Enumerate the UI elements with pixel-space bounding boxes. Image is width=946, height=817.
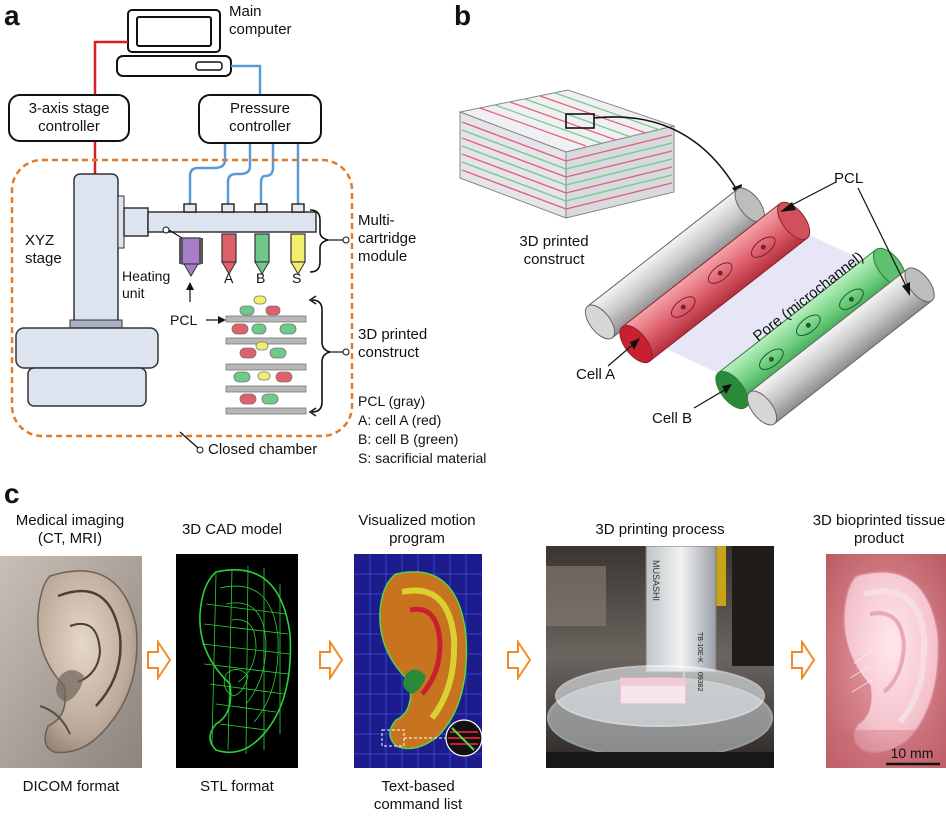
construct-label: 3D printed construct — [519, 233, 589, 268]
closed-chamber-label: Closed chamber — [208, 441, 318, 458]
legend-pcl: PCL (gray) — [358, 393, 426, 409]
step-1-caption: DICOM format — [22, 778, 120, 795]
panel-a-diagram — [10, 9, 354, 454]
step-3-caption: Text-based command list — [373, 778, 463, 813]
cartridge-b — [254, 233, 270, 275]
stage-controller-box: 3-axis stage controller — [8, 94, 130, 142]
step-arrow-1 — [147, 640, 172, 680]
main-computer-label: Main computer — [229, 3, 292, 38]
stage-wire — [93, 40, 128, 94]
heating-unit-cartridge — [179, 237, 203, 277]
pcl-pointer-label: PCL — [170, 312, 198, 328]
magnified-strands — [584, 187, 935, 426]
panel-b-letter: b — [454, 0, 472, 31]
pcl-label: PCL — [834, 170, 864, 187]
step-5-title: 3D bioprinted tissue product — [812, 512, 946, 547]
xyz-stage — [15, 173, 317, 407]
closed-chamber — [10, 158, 354, 438]
heating-unit-label: Heating unit — [122, 268, 171, 301]
step-2-image — [176, 554, 298, 768]
cell-b-label: Cell B — [652, 410, 693, 427]
step-3-image — [354, 554, 482, 768]
legend-cell-b: B: cell B (green) — [358, 431, 459, 447]
step-5-image — [826, 554, 946, 768]
step-1-image — [0, 556, 142, 768]
printed-construct-label: 3D printed construct — [358, 326, 428, 361]
pressure-controller-box: Pressure controller — [198, 94, 322, 144]
step-2-title: 3D CAD model — [181, 521, 283, 538]
step-3-title: Visualized motion program — [358, 512, 476, 547]
machine-serial: 09382 — [696, 672, 703, 692]
xyz-stage-label: XYZ stage — [25, 232, 62, 267]
cartridge-a — [221, 233, 237, 275]
step-arrow-3 — [507, 640, 532, 680]
step-2-caption: STL format — [200, 778, 274, 795]
pressure-wire — [231, 64, 262, 94]
printed-construct-block — [458, 89, 676, 219]
cartridge-label-b: B — [256, 270, 266, 286]
step-arrow-2 — [319, 640, 344, 680]
printed-construct-layers — [225, 295, 307, 415]
step-1-title: Medical imaging (CT, MRI) — [15, 512, 125, 547]
step-4-image: MUSASHI TB-10E-K 09382 — [546, 546, 774, 768]
scale-bar-label: 10 mm — [890, 745, 934, 761]
step-4-title: 3D printing process — [595, 521, 725, 538]
machine-model: TB-10E-K — [696, 632, 703, 663]
cell-a-label: Cell A — [576, 366, 616, 383]
panel-a-legend: PCL (gray) A: cell A (red) B: cell B (gr… — [358, 392, 486, 468]
main-computer-icon — [116, 9, 232, 77]
multi-cartridge-label: Multi-cartridge module — [358, 212, 417, 265]
step-arrow-4 — [791, 640, 816, 680]
legend-cell-a: A: cell A (red) — [358, 412, 442, 428]
panel-a-letter: a — [4, 0, 20, 31]
cartridge-label-a: A — [224, 270, 234, 286]
cartridge-label-s: S — [292, 270, 302, 286]
panel-c-letter: c — [4, 478, 20, 509]
cartridge-s — [290, 233, 306, 275]
panel-b-diagram: Pore (microchannel) — [458, 89, 935, 426]
machine-brand: MUSASHI — [651, 560, 661, 601]
legend-sacrificial: S: sacrificial material — [358, 450, 487, 466]
